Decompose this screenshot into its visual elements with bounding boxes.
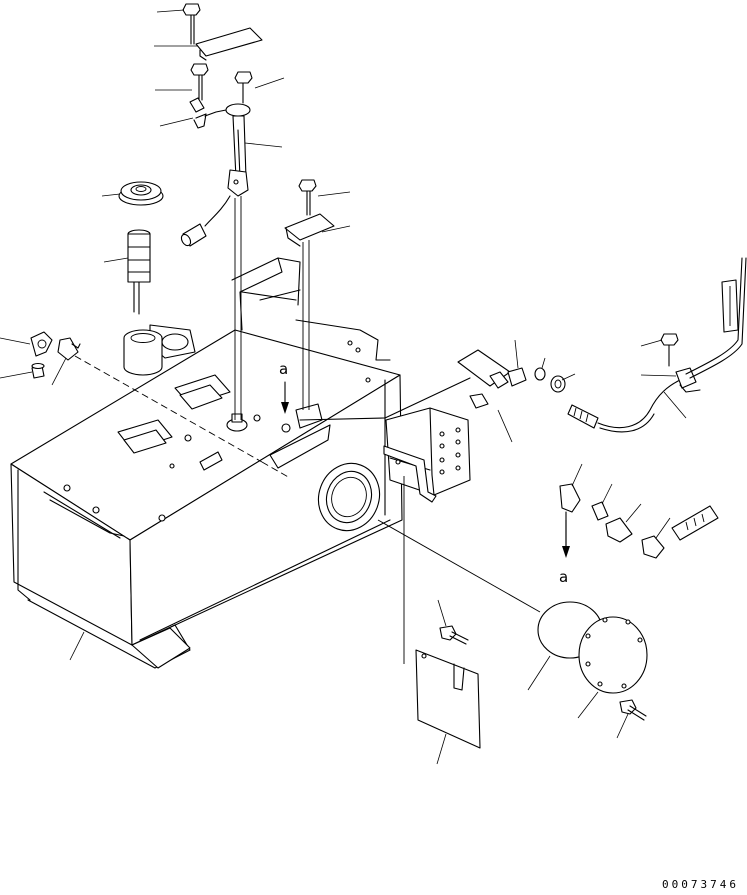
screw-icon bbox=[234, 71, 253, 104]
cover-plate bbox=[578, 616, 648, 694]
bolt-icon bbox=[298, 179, 317, 216]
reference-marker: a bbox=[559, 519, 570, 586]
elbow-fitting bbox=[559, 483, 581, 553]
filler-neck bbox=[123, 329, 163, 376]
clamp bbox=[675, 367, 701, 393]
sensor bbox=[671, 505, 719, 541]
reference-label: a bbox=[279, 360, 288, 378]
leader-lines bbox=[0, 9, 687, 765]
fitting-group-upper bbox=[457, 349, 599, 429]
connector bbox=[31, 362, 45, 379]
elbow-fitting bbox=[30, 331, 53, 357]
nipple bbox=[591, 501, 609, 521]
tee-fitting bbox=[57, 337, 81, 361]
reference-marker: a bbox=[279, 360, 289, 414]
drawing-number: 00073746 bbox=[662, 878, 739, 891]
bolt-icon bbox=[190, 63, 209, 101]
gasket bbox=[377, 519, 603, 659]
level-sensor-assembly bbox=[180, 3, 263, 420]
bolt-icon bbox=[619, 699, 647, 721]
guard-plate bbox=[415, 649, 481, 749]
strainer bbox=[127, 229, 151, 315]
tee-fitting bbox=[605, 517, 633, 543]
bolt-icon bbox=[182, 3, 201, 45]
breather-cap bbox=[118, 181, 164, 206]
reference-label: a bbox=[559, 568, 568, 586]
elbow-fitting bbox=[641, 535, 665, 559]
bolt-icon bbox=[660, 333, 679, 367]
bracket bbox=[284, 213, 335, 410]
tank-body bbox=[10, 257, 471, 669]
bolt-icon bbox=[439, 625, 469, 645]
